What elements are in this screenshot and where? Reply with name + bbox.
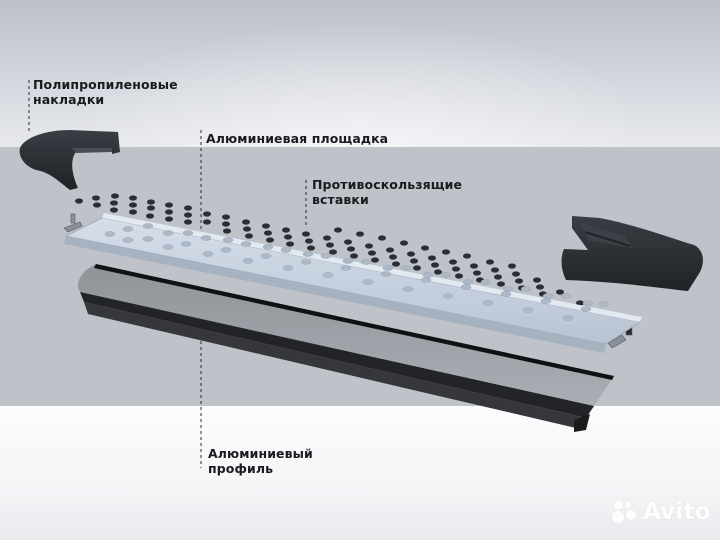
- left-end-cap: [19, 130, 120, 190]
- background-top: [0, 0, 720, 147]
- label-anti-slip-inserts: Противоскользящие вставки: [312, 177, 462, 207]
- label-aluminium-profile: Алюминиевый профиль: [208, 446, 313, 476]
- aluminium-platform: [64, 213, 642, 353]
- label-polypropylene-covers: Полипропиленовые накладки: [33, 77, 178, 107]
- label-line: Противоскользящие: [312, 177, 463, 192]
- label-line: Полипропиленовые: [33, 77, 178, 92]
- avito-dots-icon: [612, 500, 640, 524]
- avito-watermark: Avito: [612, 499, 711, 525]
- label-line: Алюминиевая площадка: [206, 131, 389, 146]
- label-line: вставки: [312, 192, 369, 207]
- background-bottom: [0, 406, 720, 540]
- label-aluminium-platform: Алюминиевая площадка: [206, 131, 388, 146]
- aluminium-profile: [78, 264, 614, 432]
- label-line: накладки: [33, 92, 105, 107]
- anti-slip-inserts: [75, 193, 584, 306]
- label-line: профиль: [208, 461, 274, 476]
- leader-lines: [28, 80, 307, 468]
- right-end-cap: [561, 216, 703, 291]
- avito-watermark-text: Avito: [643, 499, 711, 525]
- label-line: Алюминиевый: [208, 446, 313, 461]
- mounting-bracket-left: [63, 213, 83, 233]
